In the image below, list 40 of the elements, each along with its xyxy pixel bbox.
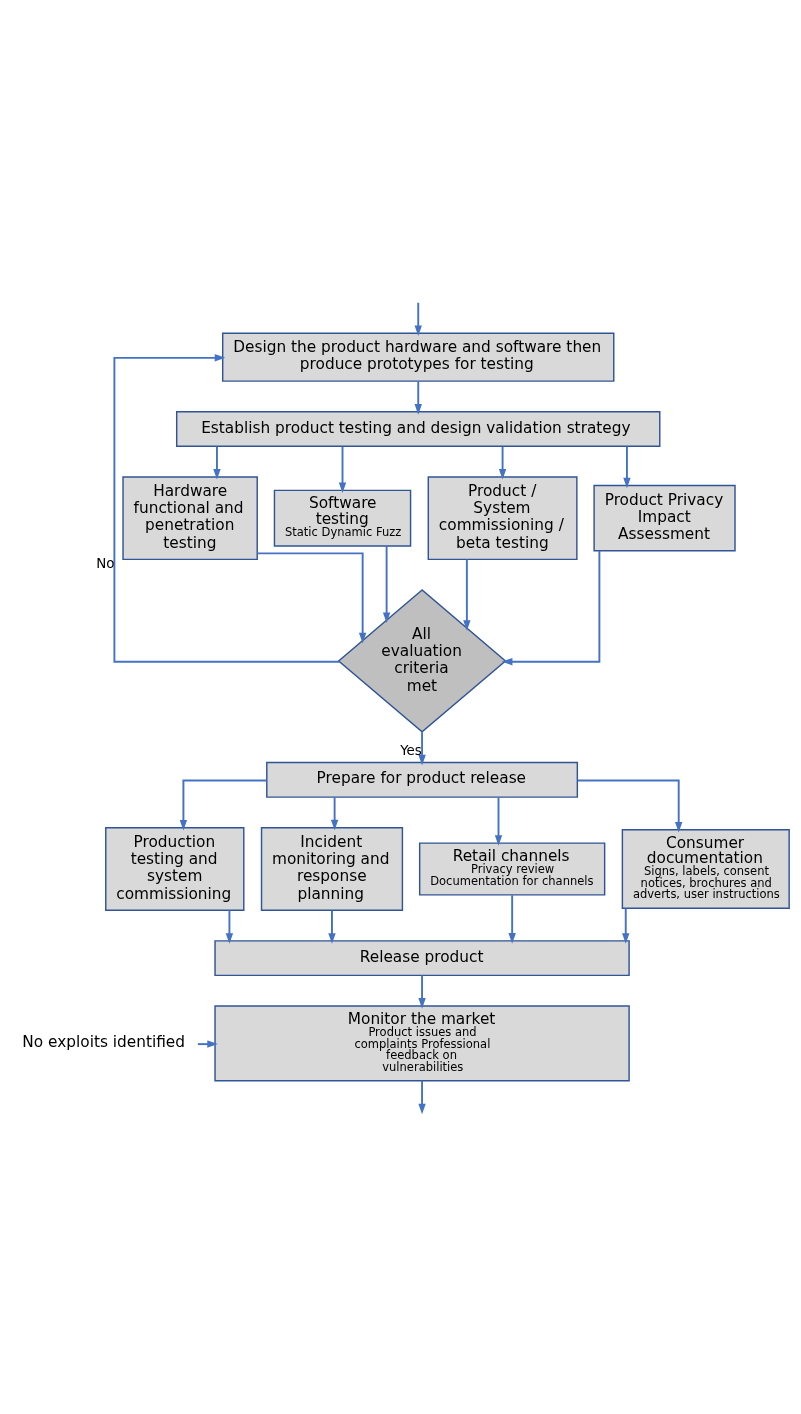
node-box: Product Privacy Impact Assessment	[593, 484, 736, 552]
node-box: Product / System commissioning / beta testing	[427, 476, 578, 561]
arrow	[113, 354, 341, 663]
node-text: No exploits identified	[22, 1033, 186, 1052]
arrow	[225, 909, 234, 944]
arrow	[414, 380, 422, 415]
node-box: Establish product testing and design validation strategy	[176, 411, 661, 448]
arrow	[213, 445, 221, 480]
arrow	[382, 545, 391, 624]
arrow	[508, 894, 516, 944]
arrow	[196, 1040, 218, 1048]
node-box: Production testing and system commissioning	[105, 827, 245, 911]
node-box: Prepare for product release	[266, 761, 579, 798]
arrow	[501, 550, 601, 666]
node-box: Retail channels Privacy review Documentation for channels	[418, 842, 606, 896]
arrow	[179, 779, 268, 831]
arrow	[494, 796, 503, 846]
node-diamond: All evaluation criteria met	[337, 589, 507, 733]
arrow	[328, 909, 336, 944]
arrow	[414, 301, 422, 337]
arrow	[338, 445, 347, 493]
arrow	[330, 796, 339, 831]
arrow	[498, 445, 507, 480]
node-box: Software testing Static Dynamic Fuzz	[273, 489, 412, 547]
arrow	[623, 445, 631, 489]
edge-label: Yes	[400, 742, 422, 758]
node-box: Monitor the market Product issues and complaints Professional feedback on vulnerabilities	[214, 1005, 630, 1082]
node-box: Release product	[214, 940, 630, 977]
node-box: Incident monitoring and response planning	[260, 827, 404, 911]
arrow	[622, 907, 630, 944]
arrow	[418, 731, 426, 766]
edge-label: No	[96, 555, 115, 571]
arrow	[256, 552, 367, 644]
arrow	[418, 974, 426, 1009]
arrow	[463, 558, 471, 631]
node-box: Consumer documentation Signs, labels, consent notices, brochures and adverts, user instructions	[621, 828, 790, 909]
arrow	[576, 779, 683, 833]
node-box: Hardware functional and penetration testing	[122, 476, 258, 561]
arrow	[418, 1079, 426, 1115]
node-box: Design the product hardware and software then produce prototypes for testing	[222, 332, 615, 382]
